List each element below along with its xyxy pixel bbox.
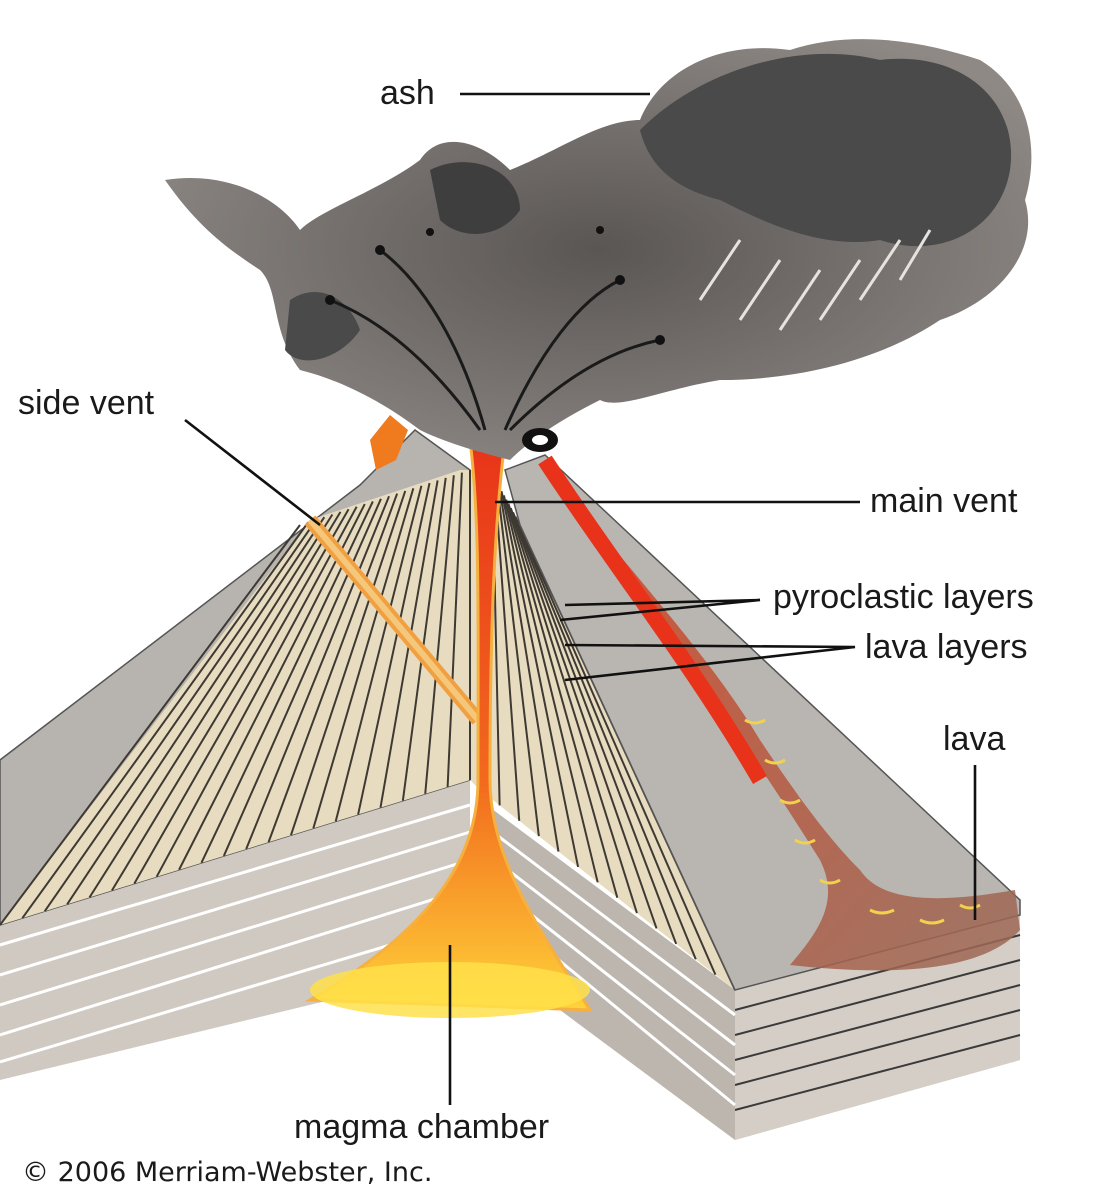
strata-line <box>514 516 697 960</box>
strata-line <box>312 488 415 829</box>
strata-line <box>495 482 540 837</box>
strata-line <box>502 495 599 883</box>
strata-line <box>178 503 366 871</box>
strata-line <box>505 499 619 898</box>
strata-line <box>446 472 463 787</box>
strata-line <box>498 486 560 852</box>
leader-lines <box>184 92 977 1105</box>
label-ash: ash <box>380 74 435 112</box>
ash-cloud <box>165 39 1032 461</box>
label-lava: lava <box>943 720 1005 758</box>
label-side-vent: side vent <box>18 384 155 422</box>
strata-line <box>88 513 334 898</box>
strata-line <box>267 493 399 843</box>
strata-line <box>493 478 521 821</box>
label-pyroclastic-layers: pyroclastic layers <box>773 578 1034 616</box>
strata-line <box>0 524 301 926</box>
strata-line <box>516 520 717 976</box>
strata-line <box>507 503 638 914</box>
strata-line <box>401 477 447 801</box>
strata-line <box>290 490 407 836</box>
ground-block <box>0 780 1021 1140</box>
strata-line <box>357 482 431 815</box>
strata-line <box>245 495 390 850</box>
strata-line <box>334 485 423 822</box>
pyroclastic-layers-leader <box>559 598 761 622</box>
lava-flow <box>538 455 1020 971</box>
strata-line <box>43 519 318 912</box>
label-magma-chamber: magma chamber <box>294 1108 549 1146</box>
cone-cross-section <box>0 469 736 991</box>
strata-line <box>155 506 358 878</box>
strata-line <box>133 508 350 885</box>
strata-line <box>111 511 342 891</box>
side-vent-leader <box>184 418 321 527</box>
strata-line <box>424 475 455 794</box>
copyright-notice: © 2006 Merriam-Webster, Inc. <box>22 1157 432 1188</box>
strata-line <box>21 521 309 919</box>
lava-layers-leader <box>564 643 856 682</box>
strata-line <box>509 507 658 929</box>
strata-line <box>500 490 580 868</box>
strata-line <box>66 516 326 905</box>
strata-line <box>222 498 382 857</box>
side-vent-lava <box>370 415 408 470</box>
label-main-vent: main vent <box>870 482 1018 520</box>
strata-line <box>512 511 678 945</box>
label-lava-layers: lava layers <box>865 628 1028 666</box>
